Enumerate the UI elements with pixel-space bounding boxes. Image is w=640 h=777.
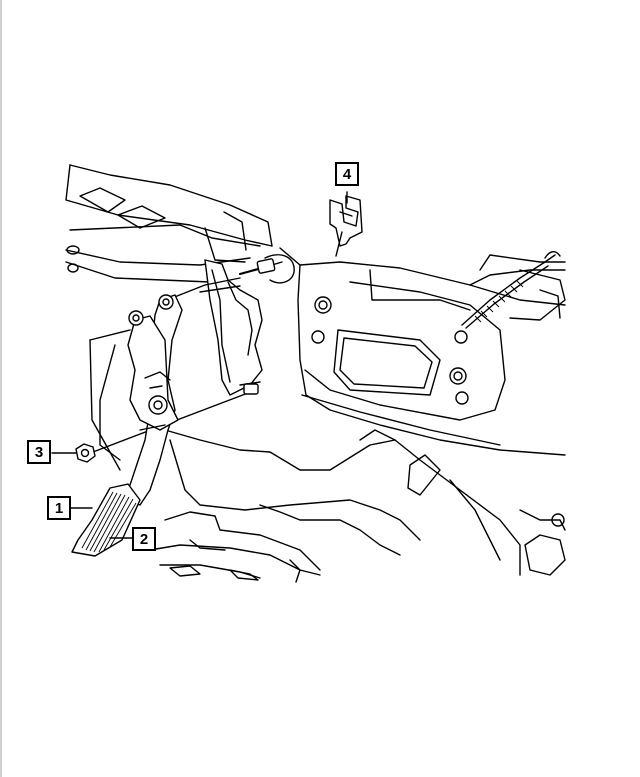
callout-3: 3 bbox=[27, 440, 51, 464]
throttle-cable bbox=[461, 251, 566, 329]
dash-panel bbox=[279, 247, 566, 456]
cable-clip-icon bbox=[329, 195, 363, 257]
mounting-studs bbox=[92, 254, 295, 453]
pedal-bracket bbox=[171, 259, 263, 396]
callout-1: 1 bbox=[47, 496, 71, 520]
callout-2: 2 bbox=[132, 527, 156, 551]
callout-4: 4 bbox=[335, 162, 359, 186]
page-edge bbox=[0, 0, 2, 777]
floor-pan bbox=[89, 329, 566, 583]
nut-icon bbox=[75, 443, 96, 463]
pedal-pad bbox=[71, 483, 141, 557]
pedal-arm bbox=[124, 294, 183, 506]
leader-lines bbox=[51, 191, 348, 539]
upper-body-panel bbox=[65, 164, 273, 283]
